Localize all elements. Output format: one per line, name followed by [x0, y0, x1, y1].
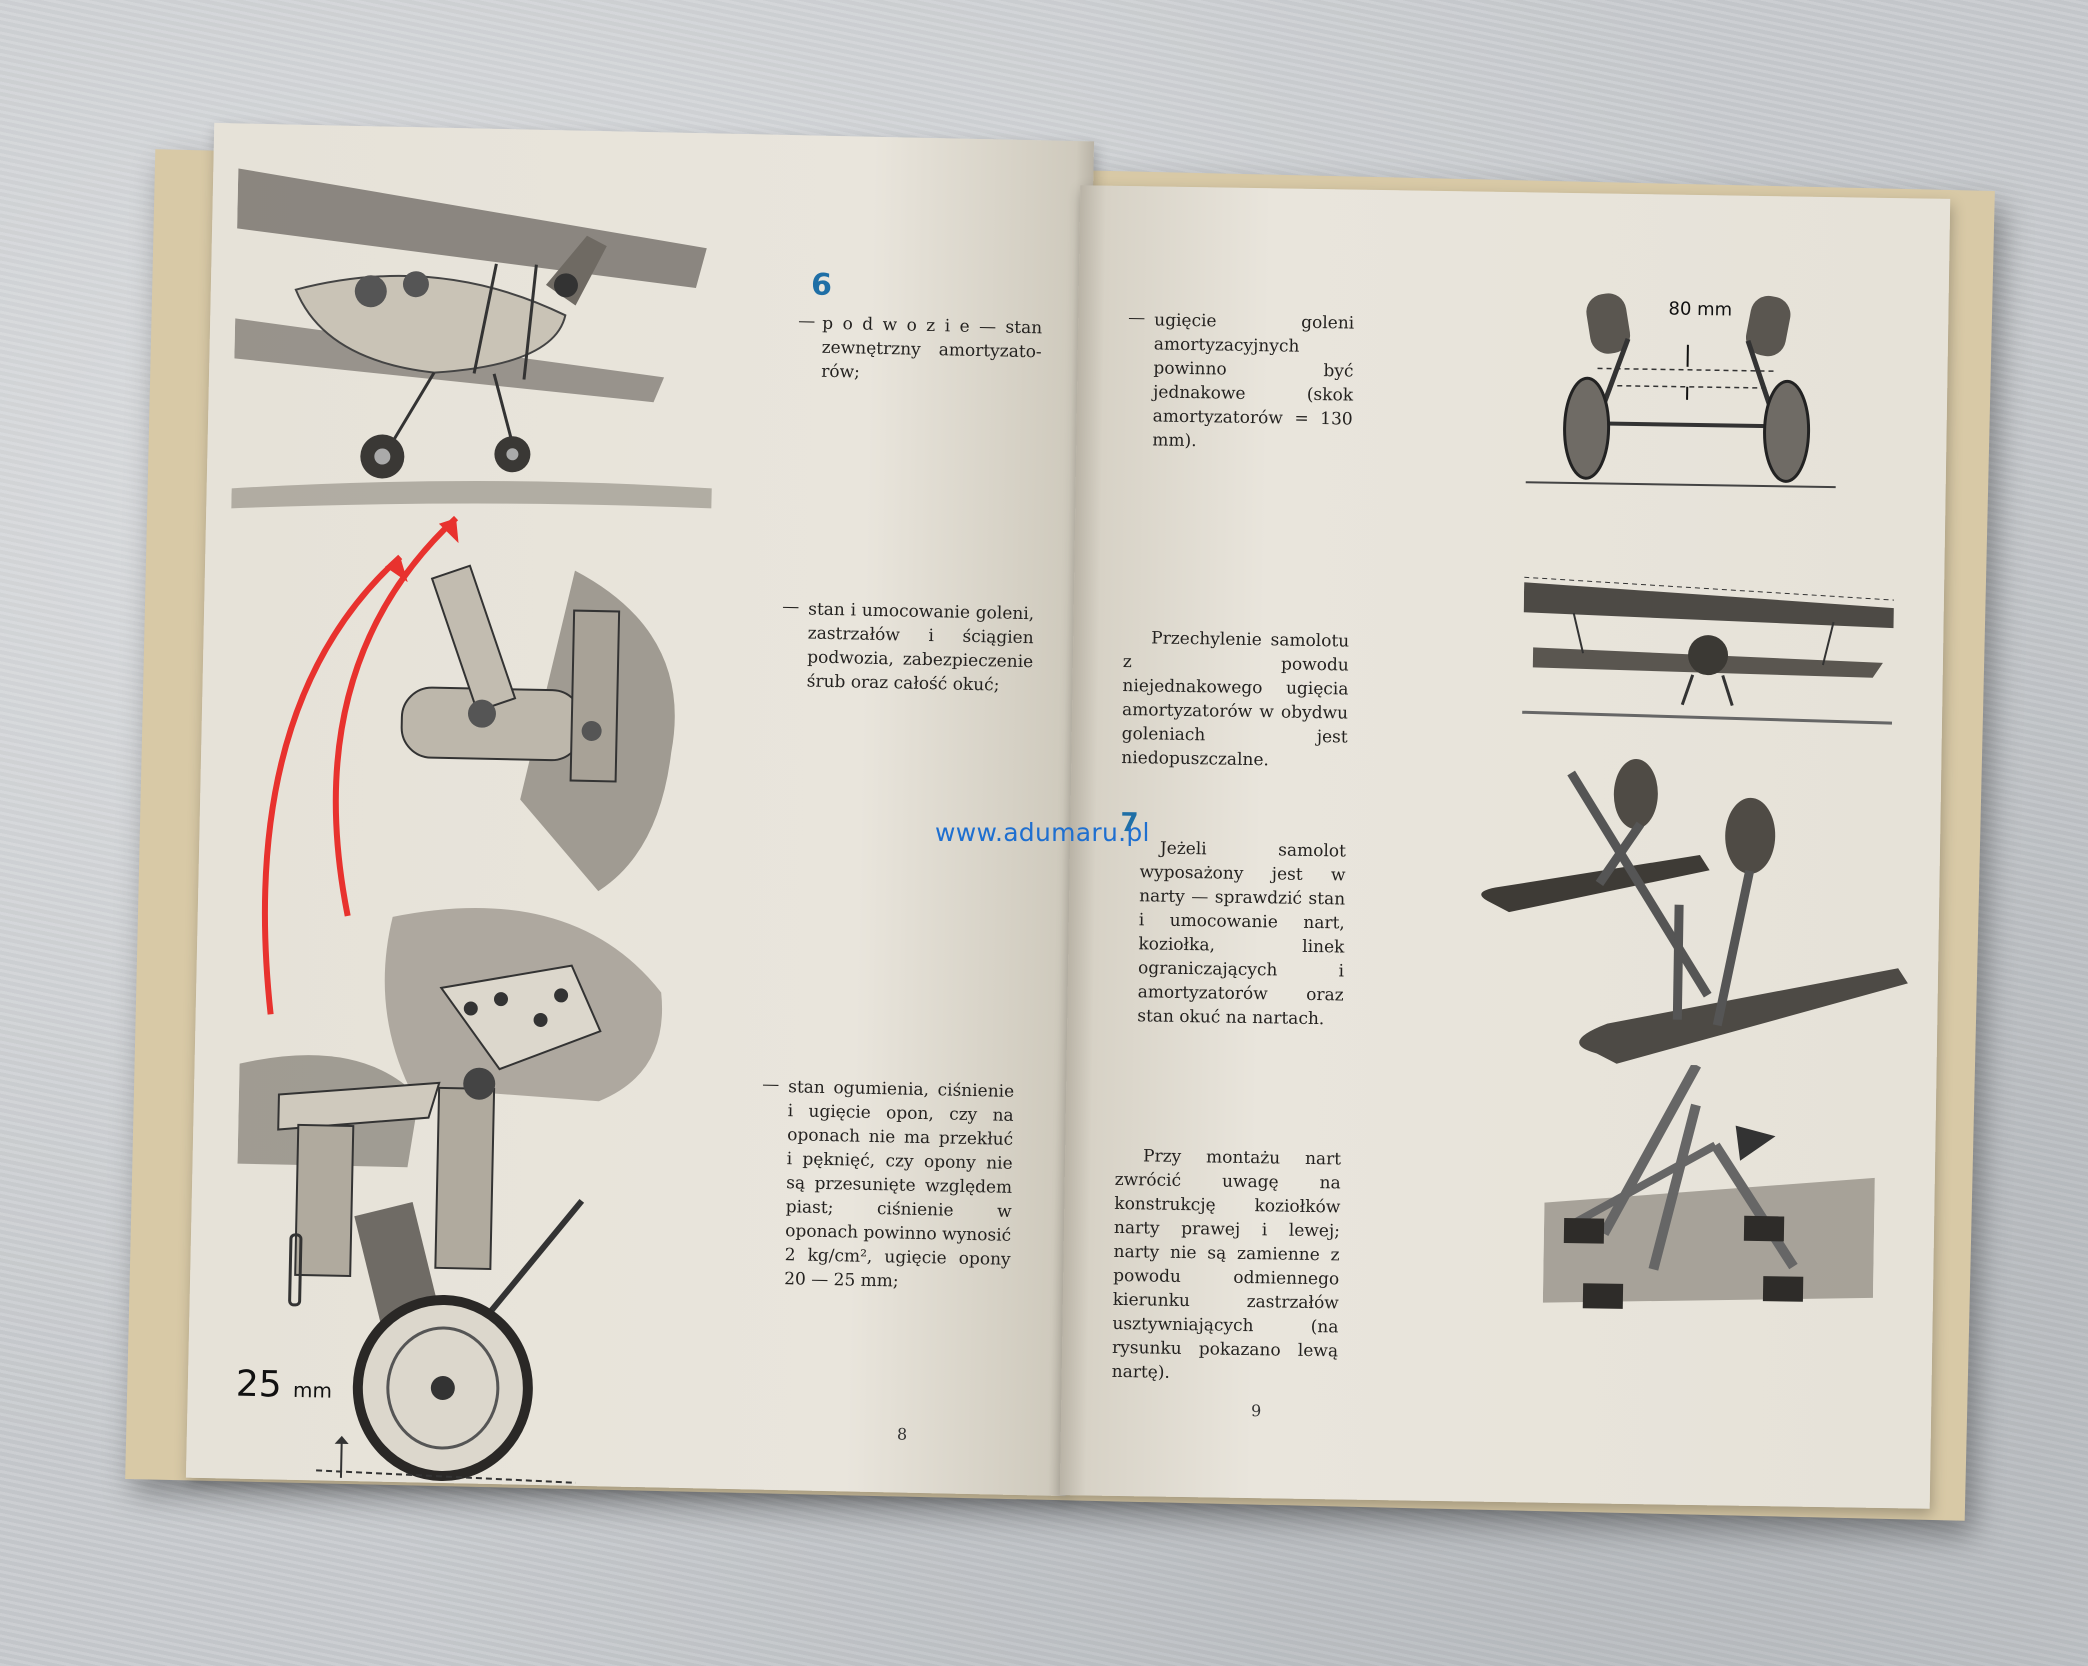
text-block-tyres: stan ogumienia, ciśnienie i ugięcie opon…: [783, 1077, 1015, 1292]
watermark-url: www.adumaru.pl: [935, 818, 1150, 847]
ski-strut-detail-illustration: [1542, 1062, 1875, 1309]
text-block-aircraft-tilt: Przechylenie samolotu z powodu niejednak…: [1121, 628, 1350, 771]
tire-measure-unit: mm: [292, 1377, 333, 1403]
text-block-skis: Jeżeli samolot wyposażony jest w narty —…: [1137, 838, 1347, 1030]
bullet-dash: —: [782, 596, 800, 618]
page-number-left: 8: [896, 1424, 908, 1444]
front-view-landing-gear-illustration: 80 mm: [1525, 293, 1836, 489]
text-block-ski-mounting: Przy montażu nart zwrócić uwagę na konst…: [1111, 1146, 1342, 1383]
tire-deflection-illustration: [288, 1198, 585, 1484]
tilted-biplane-illustration: [1522, 576, 1894, 725]
wing-fitting-detail-illustration: [237, 908, 662, 1278]
red-arrows-overlay: [261, 515, 459, 1015]
text-block-strut-deflection: ugięcie goleni amortyzacyjnych powinno b…: [1152, 310, 1355, 452]
left-page: 6 — p o d w o z i e — stan zewnętrzny am…: [185, 122, 1095, 1497]
ski-illustration: [1481, 759, 1908, 1064]
bullet-dash: —: [798, 311, 816, 332]
tire-measure-value: 25: [235, 1363, 283, 1406]
tire-deflection-measure: 25 mm: [235, 1364, 332, 1407]
text-block-strut-mounting: stan i umocowanie goleni, zastrzałów i ś…: [806, 599, 1035, 696]
bullet-dash: —: [1128, 308, 1146, 329]
biplane-illustration: [231, 168, 712, 509]
landing-gear-strut-illustration: [400, 564, 675, 892]
strut-measure-label: 80 mm: [1668, 299, 1732, 321]
text-block-landing-gear: p o d w o z i e — stan zewnętrzny amorty…: [820, 313, 1043, 383]
section-number-6: 6: [810, 267, 833, 303]
right-page: — ugięcie goleni amortyzacyjnych powinno…: [1059, 185, 1951, 1509]
page-number-right: 9: [1250, 1401, 1262, 1421]
bullet-dash: —: [762, 1074, 780, 1095]
